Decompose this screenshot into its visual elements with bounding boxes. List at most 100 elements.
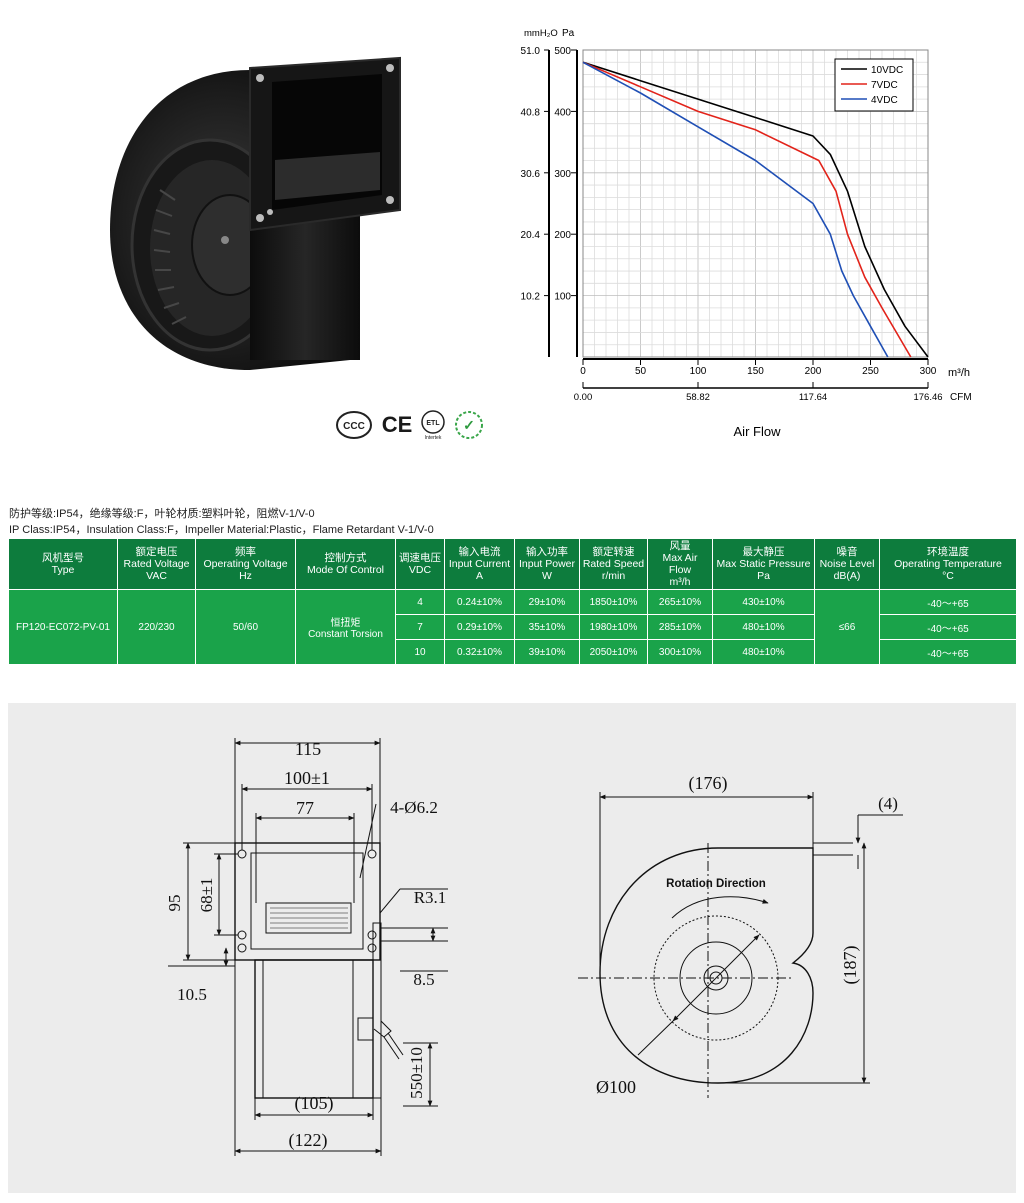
y-tick-label-pa: 300 xyxy=(554,169,571,180)
cell-noise: ≤66 xyxy=(814,589,880,665)
y-unit-mmh2o: mmH₂O xyxy=(524,28,558,39)
spec-line-cn: 防护等级:IP54，绝缘等级:F，叶轮材质:塑料叶轮，阻燃V-1/V-0 xyxy=(9,508,315,520)
cell-airflow: 300±10% xyxy=(647,639,713,665)
spec-line-en: IP Class:IP54，Insulation Class:F，Impelle… xyxy=(9,524,434,536)
y-tick-label-pa: 500 xyxy=(554,46,571,57)
table-header-line: Mode Of Control xyxy=(306,564,385,576)
cell-speed: 2050±10% xyxy=(579,639,648,665)
dimension-drawing-panel: 115 100±1 77 4-Ø6.2 95 68±1 10.5 R3.1 8.… xyxy=(8,703,1016,1193)
dim-4: (4) xyxy=(878,794,898,813)
cell-current: 0.29±10% xyxy=(444,614,515,640)
cell-vdc: 10 xyxy=(395,639,445,665)
legend-label: 4VDC xyxy=(871,95,898,106)
x-tick-label: 50 xyxy=(635,366,647,377)
y-tick-label-pa: 200 xyxy=(554,230,571,241)
table-header-line: 最大静压 xyxy=(742,546,785,558)
cell-airflow: 285±10% xyxy=(647,614,713,640)
y-tick-label-mmh2o: 40.8 xyxy=(521,107,541,118)
y-tick-label-mmh2o: 30.6 xyxy=(521,169,541,180)
plot-frame xyxy=(582,49,929,358)
dim-68: 68±1 xyxy=(197,878,216,913)
cell-current: 0.24±10% xyxy=(444,589,515,615)
cell-power: 39±10% xyxy=(514,639,580,665)
x-tick-label-cfm: 0.00 xyxy=(574,392,593,403)
y-unit-pa: Pa xyxy=(562,28,575,39)
x-tick-label: 200 xyxy=(805,366,822,377)
rotation-direction-label: Rotation Direction xyxy=(666,878,766,890)
cell-current: 0.32±10% xyxy=(444,639,515,665)
green-check-logo-icon: ✓ xyxy=(452,408,486,442)
table-header-line: 频率 xyxy=(235,546,256,558)
y-tick-label-mmh2o: 20.4 xyxy=(521,230,541,241)
legend-box xyxy=(834,58,914,112)
cell-speed: 1850±10% xyxy=(579,589,648,615)
cell-speed: 1980±10% xyxy=(579,614,648,640)
y-tick-label-mmh2o: 10.2 xyxy=(521,292,541,303)
dim-holes: 4-Ø6.2 xyxy=(390,798,438,817)
x-axis-label: Air Flow xyxy=(734,424,782,439)
cell-power: 29±10% xyxy=(514,589,580,615)
table-header-line: A xyxy=(475,570,483,582)
table-header-line: Input Current xyxy=(448,558,511,570)
table-header-line: Operating Voltage xyxy=(203,558,288,570)
table-header-line: r/min xyxy=(601,570,626,582)
table-header-line: VAC xyxy=(146,570,167,582)
cert-label-ccc: CCC xyxy=(343,421,365,432)
dim-176: (176) xyxy=(689,773,728,794)
cell-temp: -40～+65 xyxy=(879,589,1017,615)
cell-control-cn: 恒扭矩 xyxy=(330,618,361,629)
dim-187: (187) xyxy=(840,946,861,985)
table-header-line: VDC xyxy=(408,564,432,576)
dim-8-5: 8.5 xyxy=(413,970,434,989)
x-tick-label-cfm: 176.46 xyxy=(913,392,942,403)
y-tick-label-pa: 100 xyxy=(554,292,571,303)
legend-label: 7VDC xyxy=(871,80,898,91)
table-header-line: 输入功率 xyxy=(526,546,568,558)
cell-type: FP120-EC072-PV-01 xyxy=(8,589,118,665)
table-header-line: 噪音 xyxy=(836,546,858,558)
table-header-line: Max Static Pressure xyxy=(716,558,811,570)
table-header-line: 输入电流 xyxy=(458,546,501,558)
cell-vdc: 4 xyxy=(395,589,445,615)
table-row: 10 0.32±10% 39±10% 2050±10% 300±10% 480±… xyxy=(9,639,1017,665)
cell-control: 恒扭矩 Constant Torsion xyxy=(295,589,396,665)
x-unit-cfm: CFM xyxy=(950,392,972,403)
cert-label-ce: CE xyxy=(381,412,413,437)
table-header-line: Max Air Flow xyxy=(662,552,698,576)
dim-95: 95 xyxy=(165,895,184,912)
table-header-line: 风量 xyxy=(669,540,691,552)
cell-pressure: 480±10% xyxy=(712,639,815,665)
x-tick-label: 300 xyxy=(920,366,937,377)
cell-power: 35±10% xyxy=(514,614,580,640)
table-row: FP120-EC072-PV-01 220/230 50/60 恒扭矩 Cons… xyxy=(8,589,1017,665)
table-header-line: Input Power xyxy=(518,558,576,570)
table-header-line: Rated Speed xyxy=(582,558,645,570)
series-line-4vdc xyxy=(582,61,889,358)
dim-550: 550±10 xyxy=(407,1047,426,1099)
table-header-line: dB(A) xyxy=(833,570,861,582)
side-view-drawing xyxy=(168,738,448,1156)
table-header-line: Pa xyxy=(757,570,770,582)
x-tick-label: 100 xyxy=(690,366,707,377)
table-header-line: 调速电压 xyxy=(399,552,441,564)
cell-voltage: 220/230 xyxy=(117,589,196,665)
table-header-line: Noise Level xyxy=(819,558,875,570)
x-tick-label: 0 xyxy=(580,366,586,377)
dim-dia-100: Ø100 xyxy=(596,1077,636,1097)
product-photo xyxy=(110,56,401,370)
table-header-line: Rated Voltage xyxy=(123,558,190,570)
